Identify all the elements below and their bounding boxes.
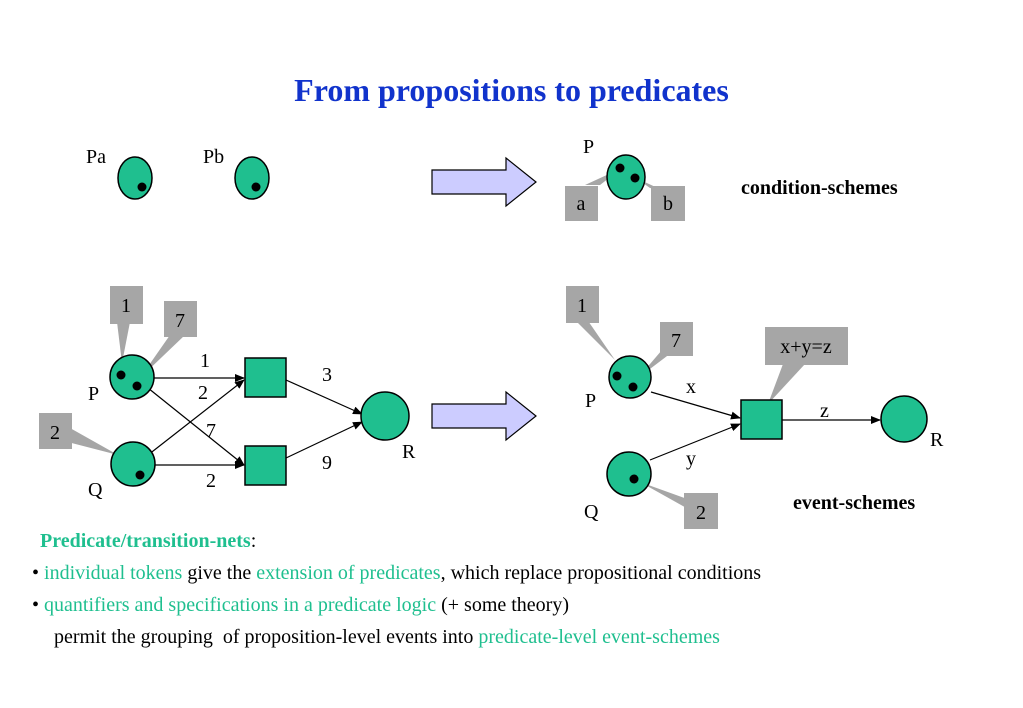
transition-t2-left: [244, 445, 287, 486]
token-p-right-1: [612, 371, 622, 381]
arc-label-1: 1: [200, 350, 210, 372]
transition-t-right: [740, 399, 783, 440]
arc-q-t1: [147, 379, 245, 456]
callout-pointer-guard: [768, 364, 805, 404]
label-p-left: P: [88, 383, 99, 405]
bottom-right-net: 1 7 x+y=z 2 P Q R x y z: [566, 286, 944, 529]
top-left-propositions: Pa Pb: [86, 146, 270, 200]
tag-1-left-text: 1: [121, 295, 131, 317]
bullet-1: •: [32, 562, 40, 584]
phrase-give-the: give the: [182, 562, 257, 584]
text-heading: Predicate/transition-nets:: [40, 530, 740, 553]
token-a-dot: [615, 163, 625, 173]
tag-7-left-text: 7: [175, 310, 185, 332]
label-pa: Pa: [86, 146, 106, 168]
place-q-left: [110, 441, 156, 487]
tag-2-left: [39, 413, 72, 449]
transition-t1-left: [244, 357, 287, 398]
caption-event-schemes: event-schemes: [793, 492, 915, 514]
arc-label-3: 3: [322, 364, 332, 386]
token-q-left: [135, 470, 145, 480]
token-pa: [137, 182, 147, 192]
arc-p-t-right: [650, 391, 741, 420]
heading-predicate-transition-nets: Predicate/transition-nets: [40, 530, 251, 552]
callout-pointer-2-right: [640, 482, 690, 510]
callout-pointer-1-left: [117, 322, 130, 363]
place-pb: [234, 156, 270, 200]
phrase-individual-tokens: individual tokens: [44, 562, 183, 584]
top-right-condition-scheme: P a b condition-schemes: [565, 136, 898, 221]
label-q-right: Q: [584, 501, 599, 523]
tag-guard-text: x+y=z: [780, 336, 832, 358]
bottom-left-net: 1 7 2 P Q R 1 2 7 2 3: [39, 286, 416, 501]
token-pb: [251, 182, 261, 192]
tag-a: [565, 186, 598, 221]
label-p-right: P: [585, 390, 596, 412]
text-line-2: • quantifiers and specifications in a pr…: [32, 594, 1017, 617]
arc-p-t2: [147, 387, 245, 466]
tag-7-right: [660, 322, 693, 356]
transform-arrow-top: [431, 156, 537, 208]
arc-label-2b: 2: [206, 470, 216, 492]
label-p-top: P: [583, 136, 594, 158]
tag-7-left: [164, 301, 197, 337]
transform-arrow-bottom: [431, 390, 537, 442]
bullet-2: •: [32, 594, 40, 616]
place-r-left: [360, 391, 410, 441]
tag-1-right: [566, 286, 599, 323]
token-p-right-2: [628, 382, 638, 392]
label-pb: Pb: [203, 146, 224, 168]
tag-b: [651, 186, 685, 221]
callout-pointer-1-right: [570, 315, 615, 360]
text-line-3: permit the grouping of proposition-level…: [54, 626, 1019, 649]
tag-2-right-text: 2: [696, 502, 706, 524]
heading-colon: :: [250, 530, 257, 552]
place-pa: [117, 156, 153, 200]
phrase-extension-of-predicates: extension of predicates: [256, 562, 441, 584]
token-b-dot: [630, 173, 640, 183]
text-line-1: • individual tokens give the extension o…: [32, 562, 1017, 585]
arc-t2-r: [285, 421, 363, 459]
arc-t1-r: [285, 379, 363, 415]
tag-2-right: [684, 493, 718, 529]
caption-condition-schemes: condition-schemes: [741, 177, 898, 199]
place-p-right: [608, 355, 652, 399]
phrase-some-theory: (+ some theory): [436, 594, 570, 616]
var-y: y: [686, 448, 696, 470]
tag-1-left: [110, 286, 143, 324]
callout-pointer-2-left: [60, 428, 118, 455]
token-p-left-1: [116, 370, 126, 380]
tag-2-left-text: 2: [50, 422, 60, 444]
place-r-right: [880, 395, 928, 443]
token-q-right: [629, 474, 639, 484]
slide-title: From propositions to predicates: [294, 72, 729, 108]
arc-label-7: 7: [206, 420, 216, 442]
phrase-permit-grouping: permit the grouping of proposition-level…: [54, 626, 479, 648]
var-x: x: [686, 376, 696, 398]
tag-7-right-text: 7: [671, 330, 681, 352]
place-p-left: [109, 354, 155, 400]
tag-1-right-text: 1: [577, 295, 587, 317]
label-q-left: Q: [88, 479, 103, 501]
phrase-predicate-level-event-schemes: predicate-level event-schemes: [478, 626, 720, 648]
var-z: z: [820, 400, 829, 422]
arc-label-9: 9: [322, 452, 332, 474]
label-r-left: R: [402, 441, 416, 463]
tag-b-text: b: [663, 193, 673, 215]
arc-q-t-right: [649, 423, 741, 461]
arc-label-2: 2: [198, 382, 208, 404]
tag-a-text: a: [577, 193, 586, 215]
tag-guard: [765, 327, 848, 365]
phrase-quantifiers: quantifiers and specifications in a pred…: [44, 594, 437, 616]
label-r-right: R: [930, 429, 944, 451]
place-q-right: [606, 451, 652, 497]
token-p-left-2: [132, 381, 142, 391]
phrase-which-replace: , which replace propositional conditions: [440, 562, 762, 584]
